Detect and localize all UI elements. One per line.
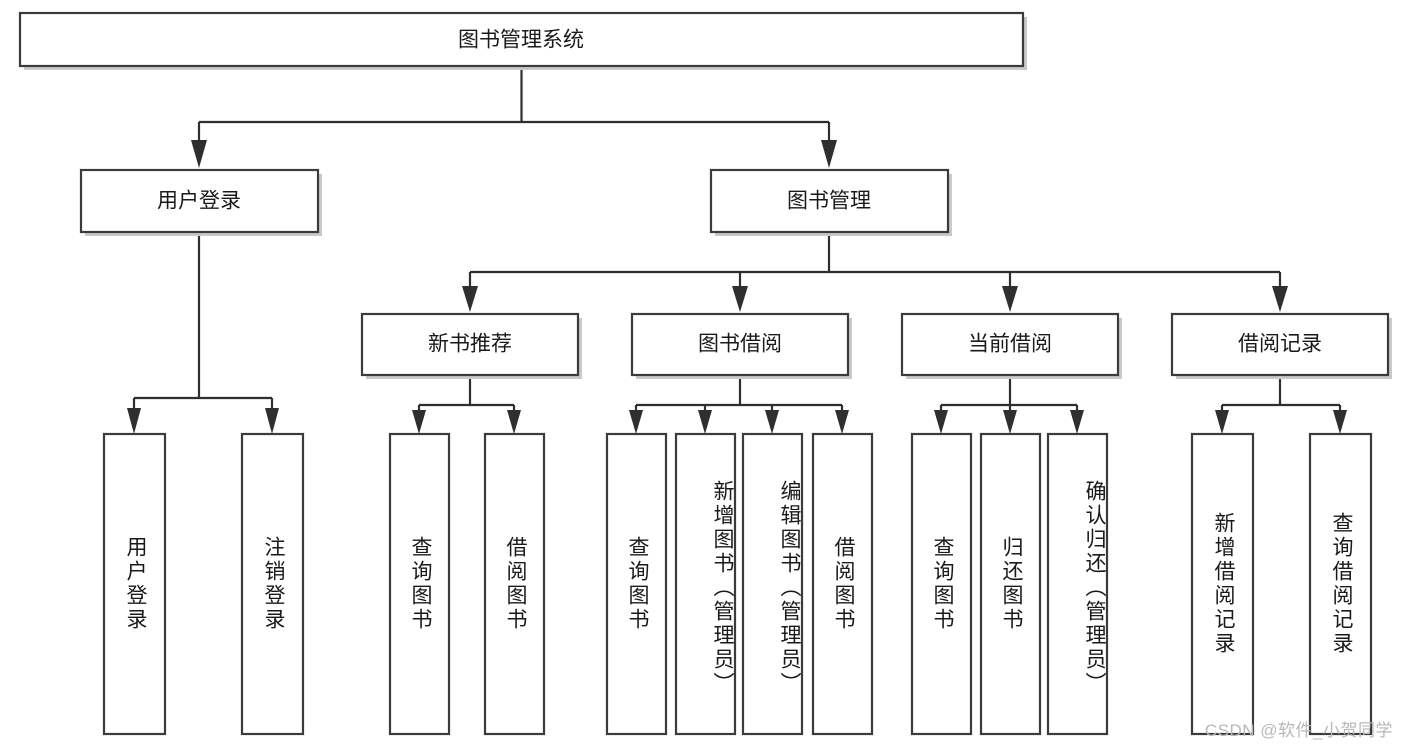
- arrow-head-leaf-query-book-2: [629, 410, 643, 434]
- node-user-login-label: 用户登录: [157, 190, 241, 213]
- connector-group-user-login-to-leaves: [127, 232, 279, 434]
- leaf-box-borrow-book-2[interactable]: [811, 432, 874, 736]
- node-borrow-record-label: 借阅记录: [1238, 333, 1322, 356]
- node-borrow-record[interactable]: 借阅记录: [1170, 312, 1392, 379]
- leaf-box-confirm-return[interactable]: [1046, 432, 1109, 736]
- leaf-box-return-book[interactable]: [979, 432, 1042, 736]
- arrow-head-leaf-add-book: [698, 410, 712, 434]
- leaf-box-query-book-1[interactable]: [388, 432, 451, 736]
- connector-group-current-borrow-to-leaves: [934, 375, 1084, 434]
- node-book-borrow[interactable]: 图书借阅: [630, 312, 852, 379]
- node-current-borrow-label: 当前借阅: [968, 333, 1052, 356]
- arrow-head-leaf-edit-book: [765, 410, 779, 434]
- node-root-box[interactable]: [18, 11, 1025, 68]
- arrow-head-leaf-query-book-3: [934, 410, 948, 434]
- arrow-head-borrow-record: [1272, 286, 1288, 312]
- node-book-borrow-label: 图书借阅: [698, 333, 782, 356]
- csdn-watermark: CSDN @软件_小贺同学: [1204, 721, 1393, 740]
- node-current-borrow-box[interactable]: [900, 312, 1120, 377]
- connector-group-book-manage-to-level2: [462, 232, 1288, 312]
- arrow-head-leaf-user-logout: [265, 408, 279, 434]
- connector-group-borrow-record-to-leaves: [1215, 375, 1347, 434]
- arrow-head-leaf-return-book: [1003, 410, 1017, 434]
- node-user-login[interactable]: 用户登录: [79, 168, 322, 236]
- leaf-box-query-book-2[interactable]: [605, 432, 668, 736]
- leaf-box-edit-book[interactable]: [741, 432, 804, 736]
- node-book-manage[interactable]: 图书管理: [709, 168, 952, 236]
- arrow-head-leaf-user-login: [127, 408, 141, 434]
- arrow-head-book-manage: [821, 140, 837, 168]
- leaf-box-user-logout[interactable]: [240, 432, 305, 736]
- node-book-manage-label: 图书管理: [787, 190, 871, 213]
- leaf-box-add-record[interactable]: [1190, 432, 1255, 736]
- node-new-book-recommend[interactable]: 新书推荐: [360, 312, 582, 379]
- arrow-head-new-book-recommend: [462, 286, 478, 312]
- node-root[interactable]: 图书管理系统: [18, 11, 1027, 70]
- node-root-label: 图书管理系统: [458, 29, 584, 52]
- arrow-head-leaf-confirm-return: [1070, 410, 1084, 434]
- connector-group-new-book-to-leaves: [412, 375, 521, 434]
- leaf-box-borrow-book-1[interactable]: [483, 432, 546, 736]
- arrow-head-leaf-add-record: [1215, 410, 1229, 434]
- arrow-head-leaf-borrow-book-2: [835, 410, 849, 434]
- node-new-book-recommend-box[interactable]: [360, 312, 580, 377]
- leaf-box-user-login[interactable]: [102, 432, 167, 736]
- arrow-head-leaf-borrow-book-1: [507, 410, 521, 434]
- arrow-head-current-borrow: [1002, 286, 1018, 312]
- node-book-manage-box[interactable]: [709, 168, 950, 234]
- node-borrow-record-box[interactable]: [1170, 312, 1390, 377]
- arrow-head-leaf-query-record: [1333, 410, 1347, 434]
- connector-group-root-to-level1: [191, 66, 837, 168]
- leaf-box-query-book-3[interactable]: [910, 432, 973, 736]
- node-user-login-box[interactable]: [79, 168, 320, 234]
- leaf-boxes-group: [102, 432, 1373, 736]
- leaf-box-add-book[interactable]: [674, 432, 737, 736]
- node-current-borrow[interactable]: 当前借阅: [900, 312, 1122, 379]
- arrow-head-book-borrow: [732, 286, 748, 312]
- node-book-borrow-box[interactable]: [630, 312, 850, 377]
- leaf-box-query-record[interactable]: [1308, 432, 1373, 736]
- arrow-head-leaf-query-book-1: [412, 410, 426, 434]
- arrow-head-user-login: [191, 140, 207, 168]
- connector-group-book-borrow-to-leaves: [629, 375, 849, 434]
- node-new-book-recommend-label: 新书推荐: [428, 333, 512, 356]
